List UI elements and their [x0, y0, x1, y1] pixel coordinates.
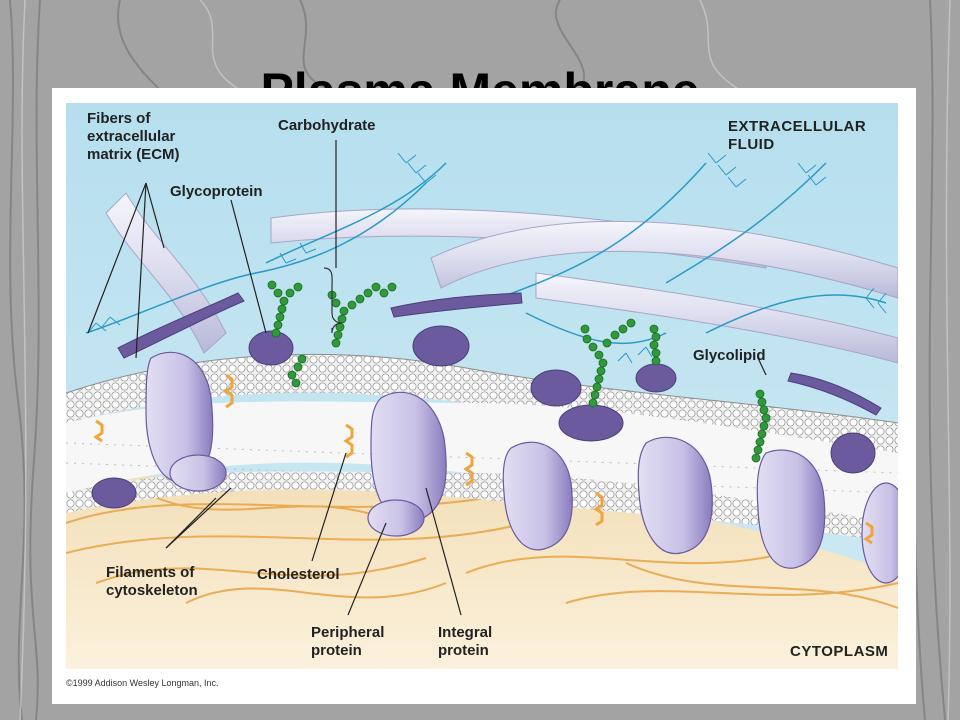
copyright-notice: ©1999 Addison Wesley Longman, Inc.	[66, 678, 219, 688]
label-carbohydrate: Carbohydrate	[278, 117, 376, 134]
label-glycoprotein: Glycoprotein	[170, 183, 263, 200]
plasma-membrane-illustration	[66, 103, 898, 669]
label-ecm-fibers: Fibers of extracellular matrix (ECM)	[87, 110, 180, 163]
label-cholesterol: Cholesterol	[257, 566, 340, 583]
label-glycolipid: Glycolipid	[693, 347, 766, 364]
label-integral-protein: Integral protein	[438, 624, 493, 659]
label-cytoplasm: CYTOPLASM	[790, 643, 889, 660]
label-cytoskeleton: Filaments of cytoskeleton	[106, 564, 198, 599]
label-peripheral-protein: Peripheral protein	[311, 624, 385, 659]
label-extracellular-fluid: EXTRACELLULAR FLUID	[728, 118, 867, 153]
